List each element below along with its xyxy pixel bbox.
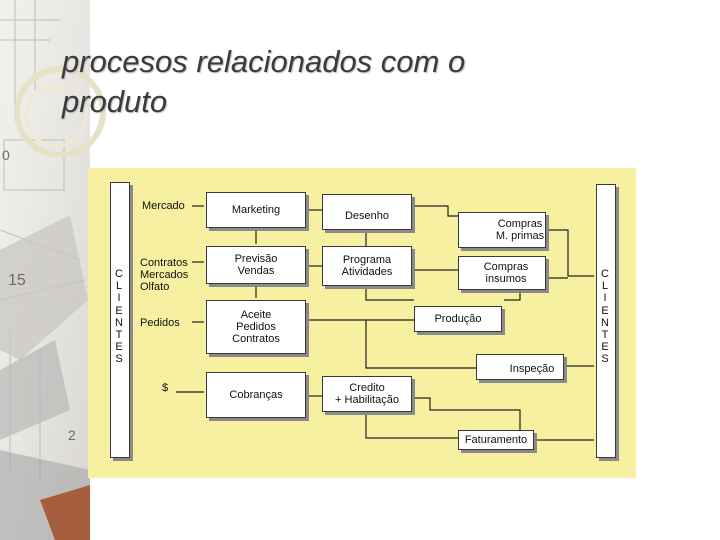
- box-compras-mprimas: Compras M. primas: [458, 212, 546, 248]
- box-compras-insumos: Compras insumos: [458, 256, 546, 290]
- box-inspecao: Inspeção: [476, 354, 564, 380]
- connector-to-inspecao: [365, 320, 476, 369]
- box-desenho: Desenho: [322, 194, 412, 230]
- clientes-left-text: CLIENTES: [115, 268, 123, 366]
- decorative-arc-inner: [24, 84, 88, 148]
- connector-desenho-compras-mprimas: [412, 205, 458, 217]
- clientes-right-bar: [596, 184, 616, 458]
- box-marketing: Marketing: [206, 192, 306, 228]
- connector-to-faturamento: [365, 412, 458, 439]
- svg-text:0: 0: [2, 147, 10, 163]
- label-mercado: Mercado: [142, 200, 185, 212]
- clientes-left-bar: [110, 182, 130, 458]
- slide-title: procesos relacionados com o produto: [62, 44, 466, 119]
- clientes-left-label: CLIENTES: [112, 268, 126, 366]
- clientes-right-text: CLIENTES: [601, 268, 609, 366]
- box-credito-habilitacao: Credito + Habilitação: [322, 376, 412, 412]
- label-dollar: $: [162, 382, 169, 394]
- label-pedidos: Pedidos: [140, 317, 180, 329]
- box-faturamento: Faturamento: [458, 430, 534, 450]
- box-aceite-pedidos-contratos: Aceite Pedidos Contratos: [206, 300, 306, 354]
- svg-text:2: 2: [68, 427, 76, 443]
- connector-producao-insumos: [504, 290, 521, 301]
- clientes-right-label: CLIENTES: [598, 268, 612, 366]
- decorative-arc: [14, 66, 106, 158]
- connector-programa-producao: [365, 288, 414, 301]
- box-producao: Produção: [414, 306, 502, 332]
- label-contratos-mercados-olfato: Contratos Mercados Olfato: [140, 257, 189, 293]
- connector-compras-clientes: [548, 229, 594, 277]
- box-previsao-vendas: Previsão Vendas: [206, 246, 306, 284]
- svg-text:15: 15: [8, 272, 26, 289]
- box-cobrancas: Cobranças: [206, 372, 306, 418]
- box-programa-atividades: Programa Atividades: [322, 246, 412, 286]
- connector-credito-faturamento: [412, 397, 521, 432]
